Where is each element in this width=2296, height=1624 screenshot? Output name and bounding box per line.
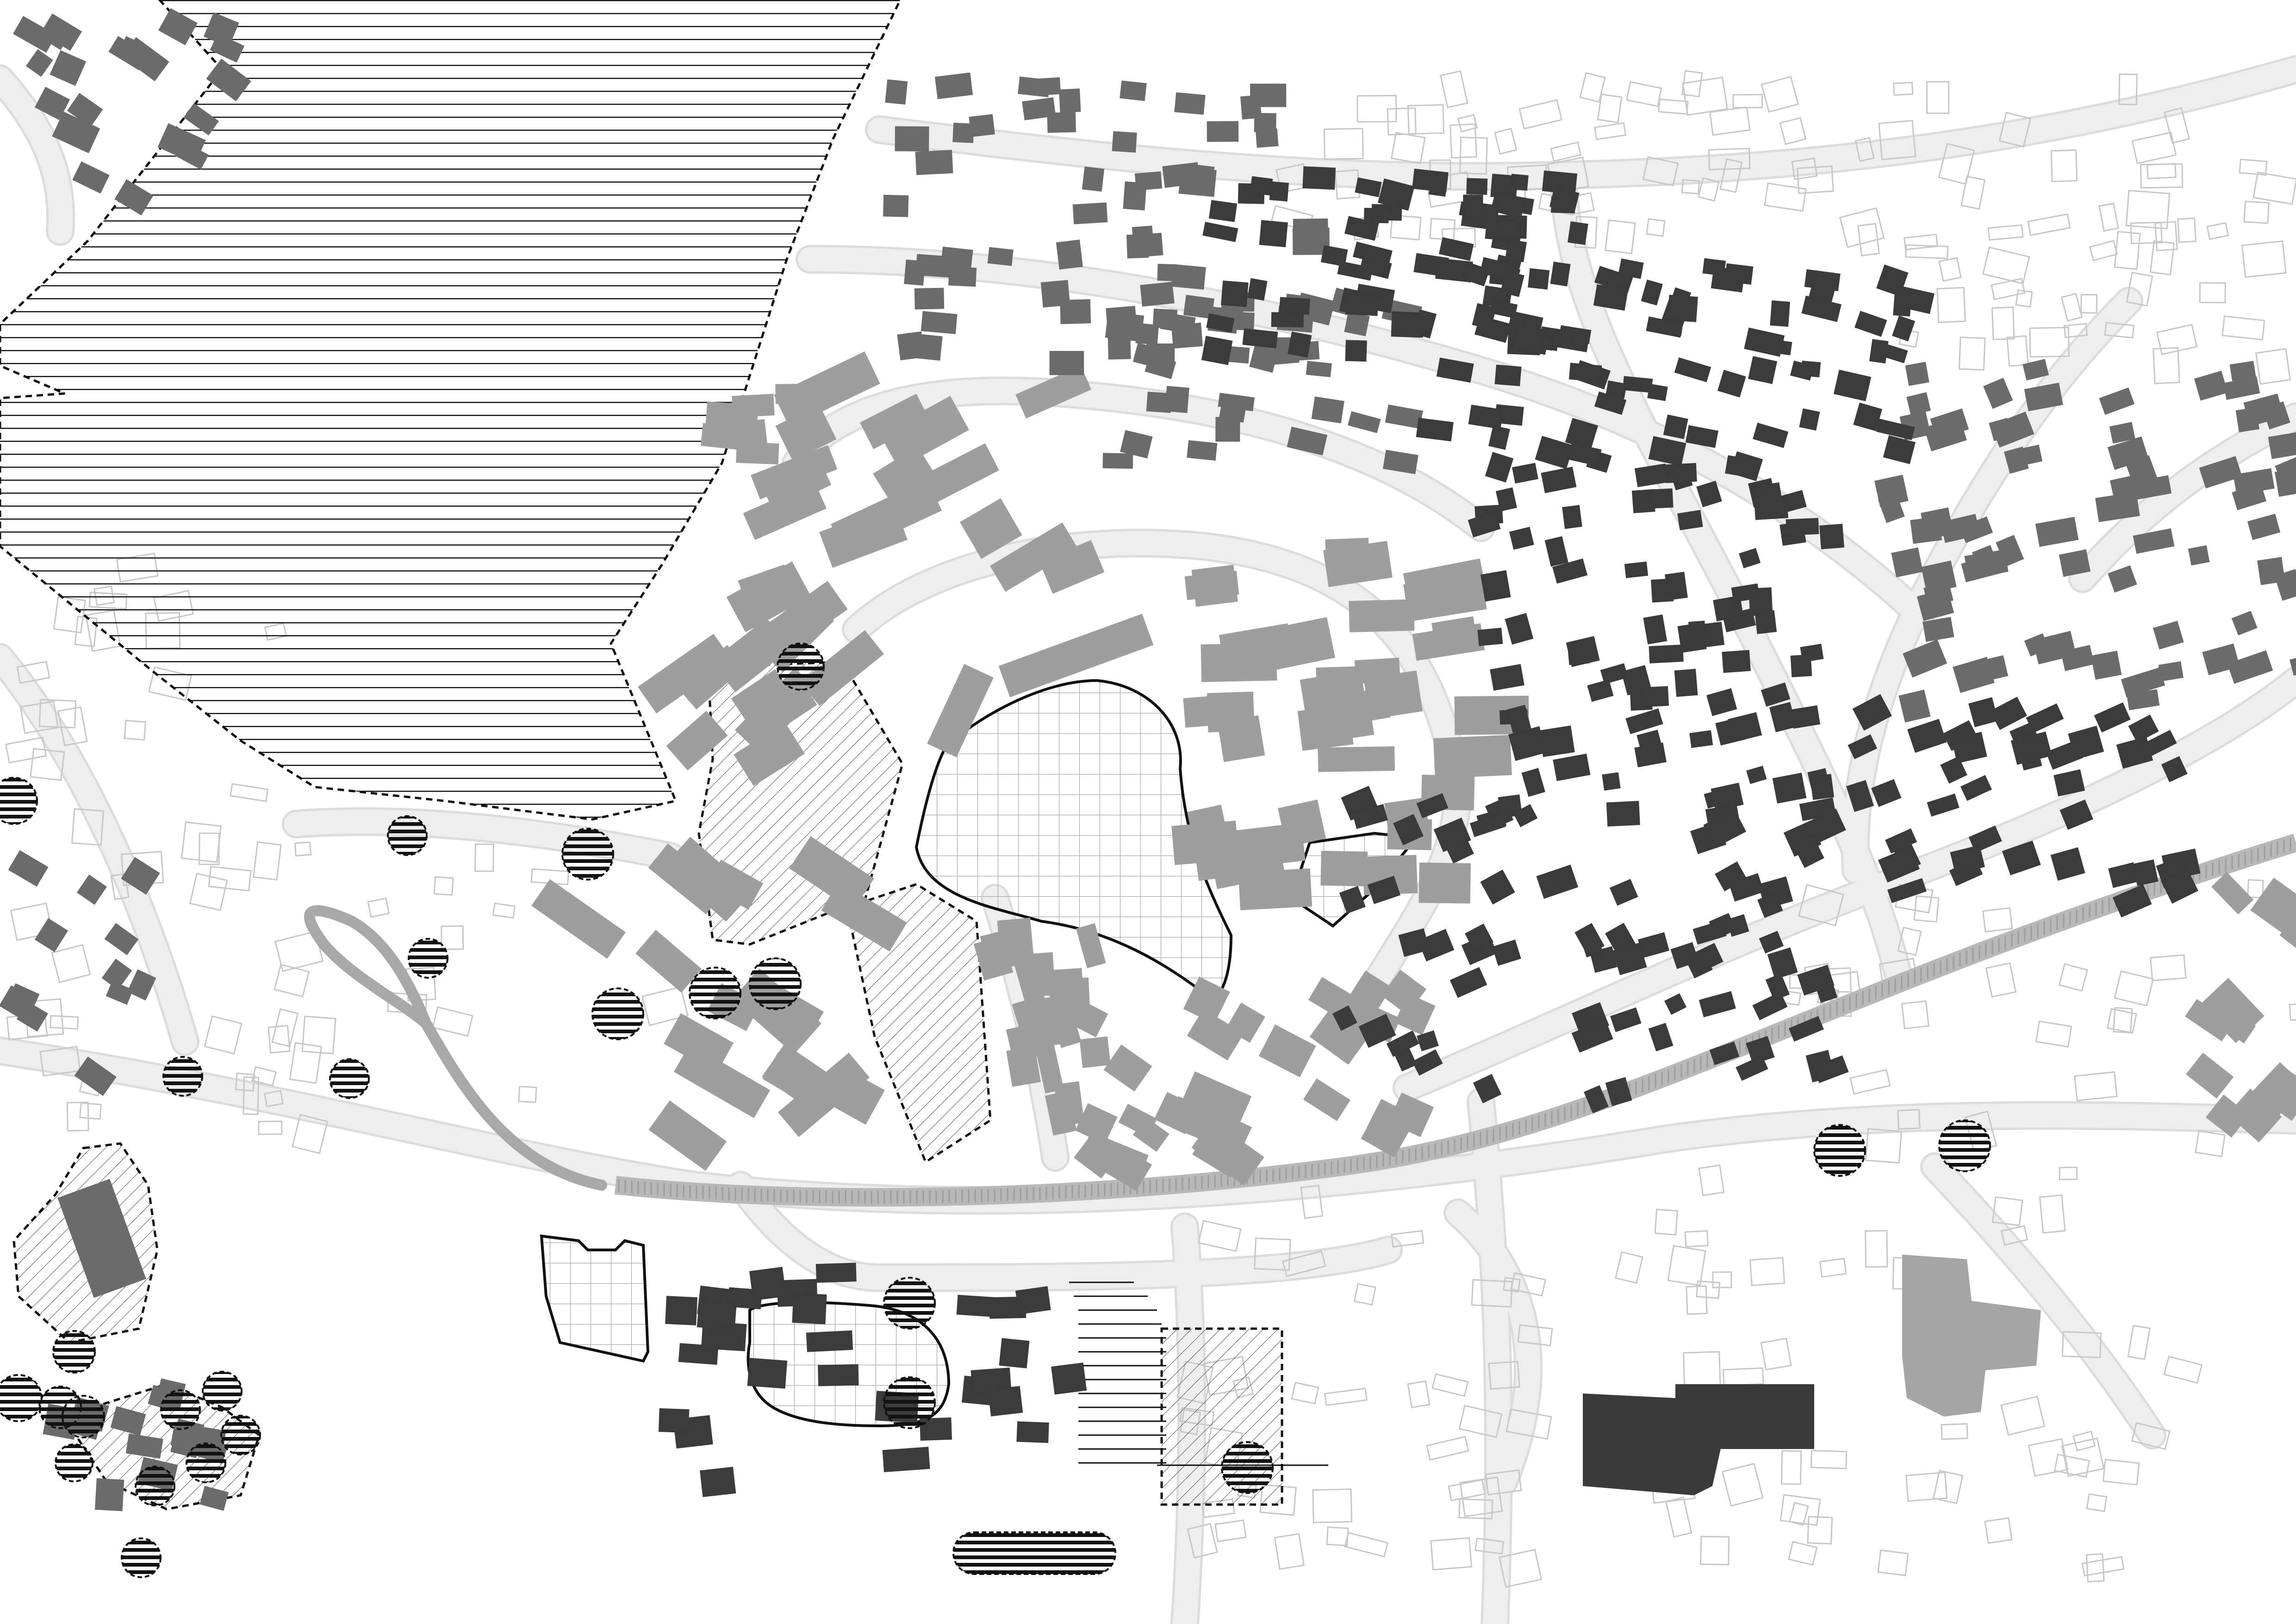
striped-circle-marker xyxy=(689,967,741,1019)
striped-circle-marker xyxy=(0,1374,43,1422)
striped-circle-marker xyxy=(1938,1119,1991,1172)
striped-circle-marker xyxy=(1813,1124,1866,1177)
buildings-dark xyxy=(658,166,2201,1497)
zone-grid-central xyxy=(915,679,1233,1002)
striped-circle-marker xyxy=(777,643,825,691)
striped-circle-marker xyxy=(591,987,644,1040)
striped-circle-marker xyxy=(1221,1441,1274,1494)
striped-circle-marker xyxy=(387,815,428,856)
striped-circle-marker xyxy=(62,1395,105,1438)
striped-circle-marker xyxy=(883,1277,936,1330)
zone-diagonal-hatch-west-b xyxy=(846,883,992,1164)
zone-horizontal-lines-south xyxy=(1069,1281,1328,1466)
zone-horizontal-hatch-northwest xyxy=(0,0,902,821)
zone-grid-south-a xyxy=(540,1234,650,1363)
striped-circle-marker xyxy=(135,1466,175,1506)
striped-circle-marker xyxy=(408,938,448,979)
buildings-light-gray xyxy=(531,351,2296,1191)
striped-circle-markers xyxy=(0,643,1991,1578)
building-large-black-south xyxy=(1583,1384,1814,1495)
access-loop-road xyxy=(304,905,607,1191)
building-large-gray-southeast xyxy=(1902,1255,2041,1417)
striped-circle-marker xyxy=(52,1330,96,1374)
striped-pill-marker-south xyxy=(952,1531,1116,1575)
striped-circle-marker xyxy=(329,1058,370,1099)
striped-circle-marker xyxy=(0,777,38,825)
railway-line xyxy=(614,833,2296,1207)
striped-circle-marker xyxy=(160,1389,201,1430)
striped-circle-marker xyxy=(220,1415,261,1455)
striped-circle-marker xyxy=(202,1371,243,1412)
striped-circle-marker xyxy=(186,1443,226,1483)
striped-circle-marker xyxy=(121,1537,162,1578)
striped-circle-marker xyxy=(749,957,802,1010)
striped-circle-marker xyxy=(561,828,614,881)
striped-circle-marker xyxy=(55,1443,93,1482)
striped-circle-marker xyxy=(162,1056,203,1097)
striped-circle-marker xyxy=(883,1376,936,1429)
